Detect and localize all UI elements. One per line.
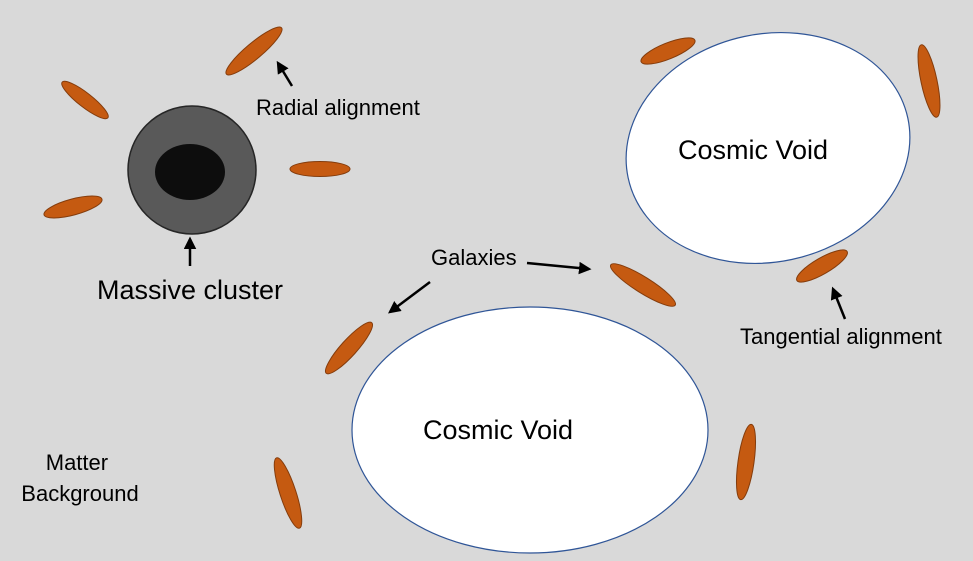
galaxy <box>289 161 351 177</box>
galaxies <box>43 26 941 529</box>
cosmic-void-upper-label: Cosmic Void <box>678 135 828 165</box>
galaxy <box>61 80 109 120</box>
massive-cluster-label: Massive cluster <box>97 275 283 305</box>
radial-alignment-label: Radial alignment <box>256 95 420 120</box>
galaxy <box>609 263 677 307</box>
matter-background-line2: Background <box>21 481 138 506</box>
galaxy <box>43 195 103 219</box>
galaxy <box>324 321 374 375</box>
tangential-alignment-arrow <box>830 286 847 320</box>
cosmic-void-upper <box>625 31 911 265</box>
galaxy <box>917 44 941 118</box>
massive-cluster-core <box>155 144 225 200</box>
galaxy <box>796 249 848 283</box>
matter-background-label: Matter Background <box>21 450 138 506</box>
galaxies-arrow-right <box>526 261 592 275</box>
matter-background-line1: Matter <box>46 450 108 475</box>
tangential-alignment-label: Tangential alignment <box>740 324 942 349</box>
galaxy <box>273 457 303 529</box>
galaxies-arrow-left <box>388 281 431 314</box>
galaxy <box>735 423 757 501</box>
galaxies-label: Galaxies <box>431 245 517 270</box>
galaxy <box>640 37 696 65</box>
galaxy <box>225 26 283 76</box>
cosmic-void-lower-label: Cosmic Void <box>423 415 573 445</box>
radial-alignment-arrow <box>276 60 294 87</box>
cosmic-void-lower <box>351 306 709 554</box>
